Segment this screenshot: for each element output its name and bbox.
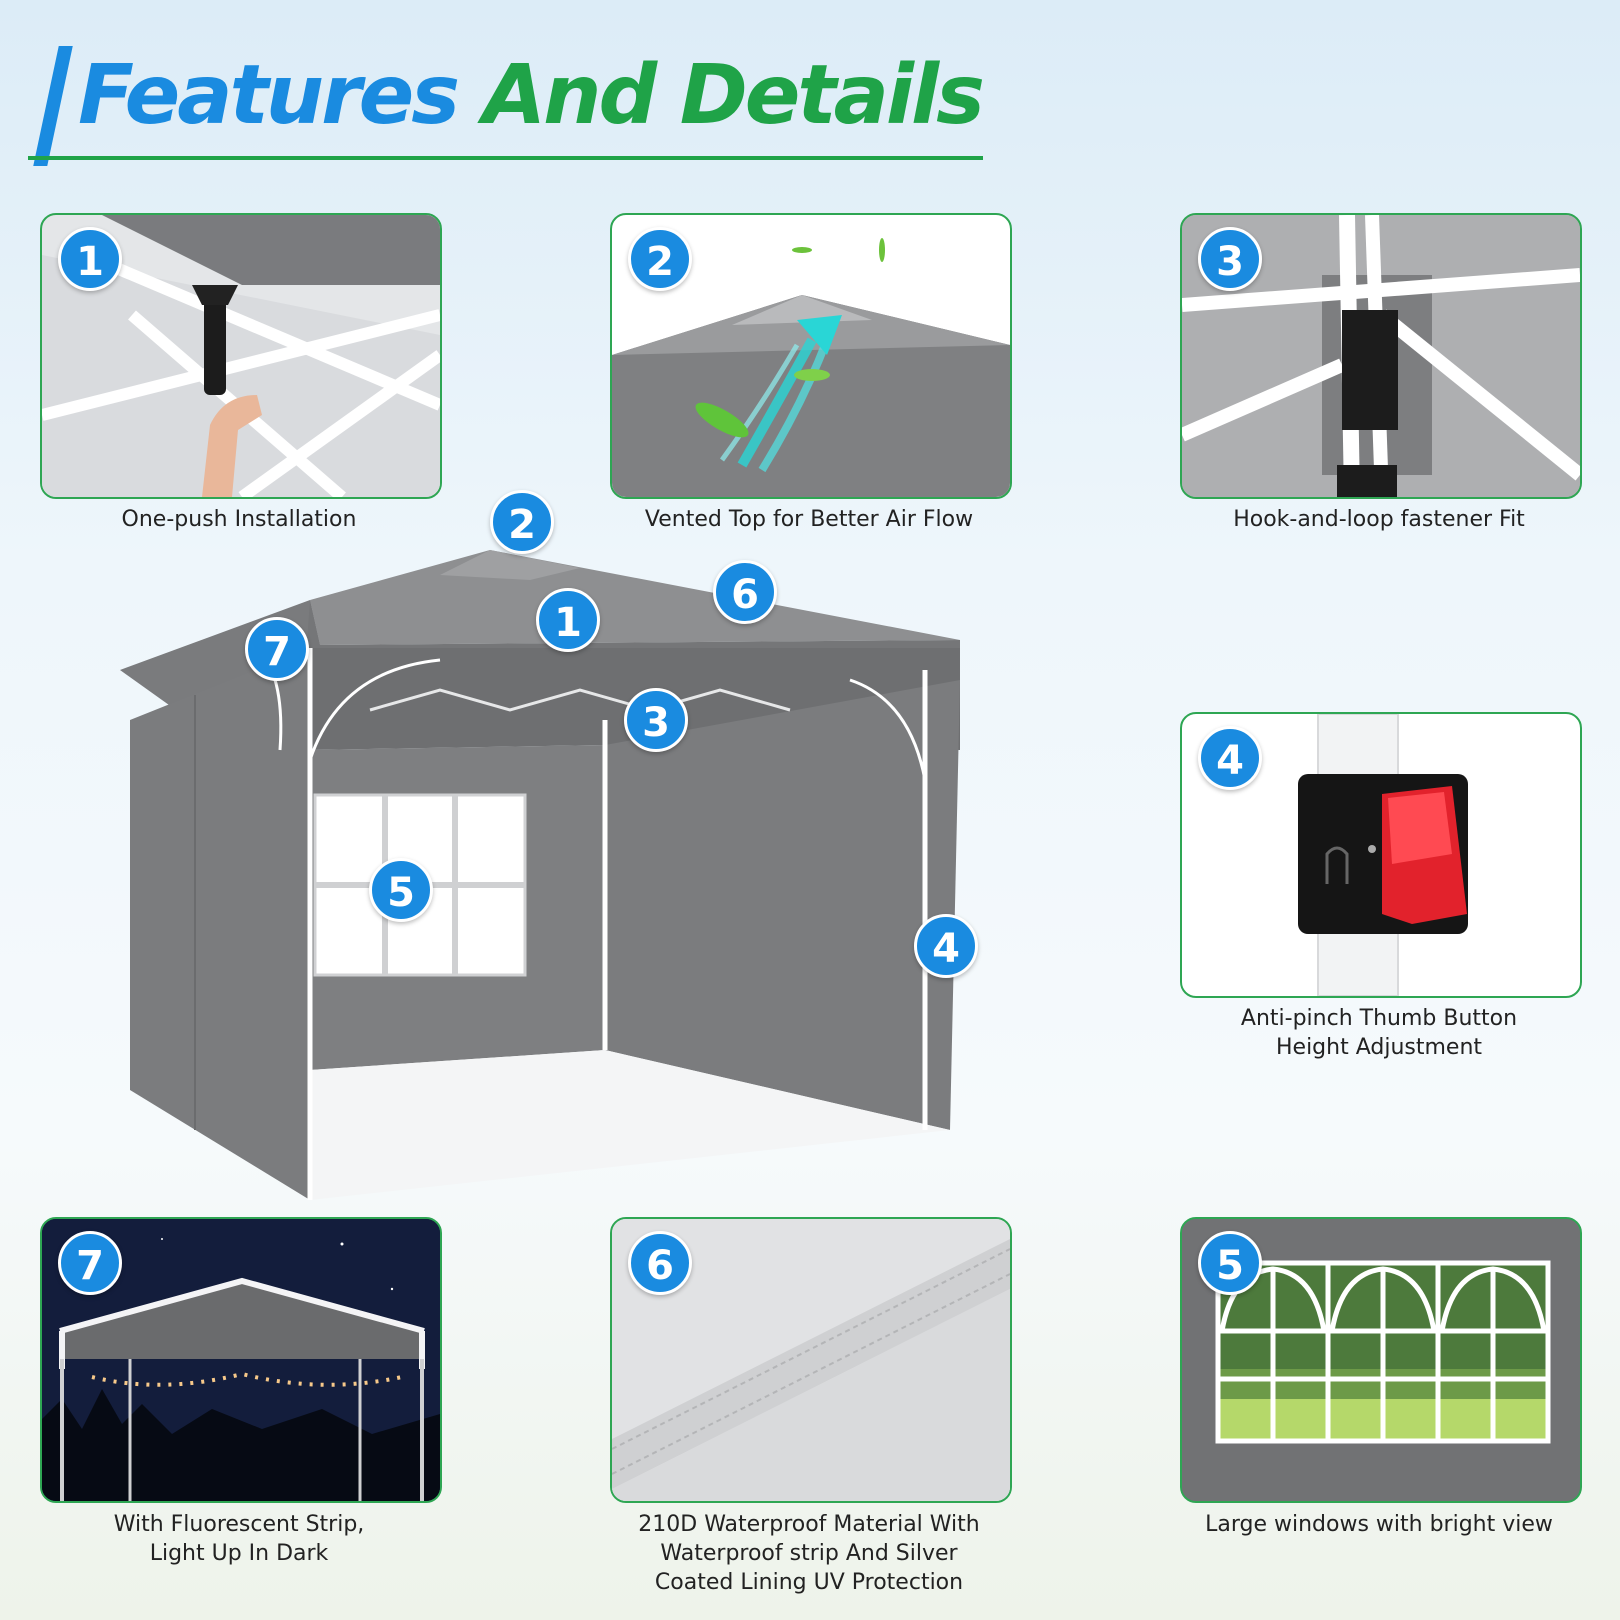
- caption-thumb-button-line2: Height Adjustment: [1275, 1035, 1483, 1060]
- caption-one-push: One-push Installation: [121, 507, 357, 532]
- caption-hook-loop: Hook-and-loop fastener Fit: [1233, 507, 1525, 532]
- badge-5: 5: [1198, 1231, 1262, 1295]
- hook-loop-photo: [1182, 215, 1580, 497]
- caption-thumb-button-line1: Anti-pinch Thumb Button: [1240, 1006, 1518, 1031]
- thumb-button-photo: [1298, 714, 1468, 996]
- vented-top-photo: [612, 238, 1010, 497]
- badge-6: 6: [628, 1231, 692, 1295]
- badge-1: 1: [58, 227, 122, 291]
- title-underline: [28, 156, 983, 160]
- caption-waterproof-line2: Waterproof strip And Silver: [660, 1541, 958, 1566]
- tent-illustration: [120, 550, 960, 1200]
- badge-7: 7: [58, 1231, 122, 1295]
- caption-thumb-button: Anti-pinch Thumb Button Height Adjustmen…: [1180, 1004, 1578, 1062]
- title-part-features: Features: [78, 48, 460, 143]
- caption-vented-top: Vented Top for Better Air Flow: [644, 507, 974, 532]
- tent-callout-2: 2: [490, 490, 554, 554]
- badge-2: 2: [628, 227, 692, 291]
- caption-waterproof-line3: Coated Lining UV Protection: [654, 1570, 964, 1595]
- tent-callout-4: 4: [914, 914, 978, 978]
- title-part-details: And Details: [482, 48, 985, 143]
- feature-card-thumb-button: 4: [1180, 712, 1582, 998]
- tent-callout-7: 7: [245, 617, 309, 681]
- fluorescent-photo: [42, 1219, 440, 1501]
- title-accent-bar: [33, 46, 73, 166]
- badge-3: 3: [1198, 227, 1262, 291]
- feature-card-fluorescent: 7: [40, 1217, 442, 1503]
- caption-fluorescent: With Fluorescent Strip, Light Up In Dark: [40, 1510, 438, 1568]
- tent-callout-5: 5: [369, 858, 433, 922]
- caption-waterproof: 210D Waterproof Material With Waterproof…: [610, 1510, 1008, 1597]
- badge-4: 4: [1198, 726, 1262, 790]
- windows-photo: [1182, 1219, 1580, 1501]
- feature-card-windows: 5: [1180, 1217, 1582, 1503]
- feature-card-vented-top: 2: [610, 213, 1012, 499]
- caption-fluorescent-line2: Light Up In Dark: [149, 1541, 329, 1566]
- tent-callout-6: 6: [713, 560, 777, 624]
- feature-card-waterproof: 6: [610, 1217, 1012, 1503]
- feature-card-one-push: 1: [40, 213, 442, 499]
- caption-fluorescent-line1: With Fluorescent Strip,: [113, 1512, 365, 1537]
- caption-windows: Large windows with bright view: [1205, 1512, 1553, 1537]
- tent-callout-3: 3: [624, 688, 688, 752]
- page-title: Features And Details: [28, 40, 988, 170]
- waterproof-photo: [612, 1219, 1010, 1501]
- feature-card-hook-loop: 3: [1180, 213, 1582, 499]
- caption-waterproof-line1: 210D Waterproof Material With: [638, 1512, 980, 1537]
- one-push-photo: [42, 215, 440, 497]
- tent-callout-1: 1: [536, 588, 600, 652]
